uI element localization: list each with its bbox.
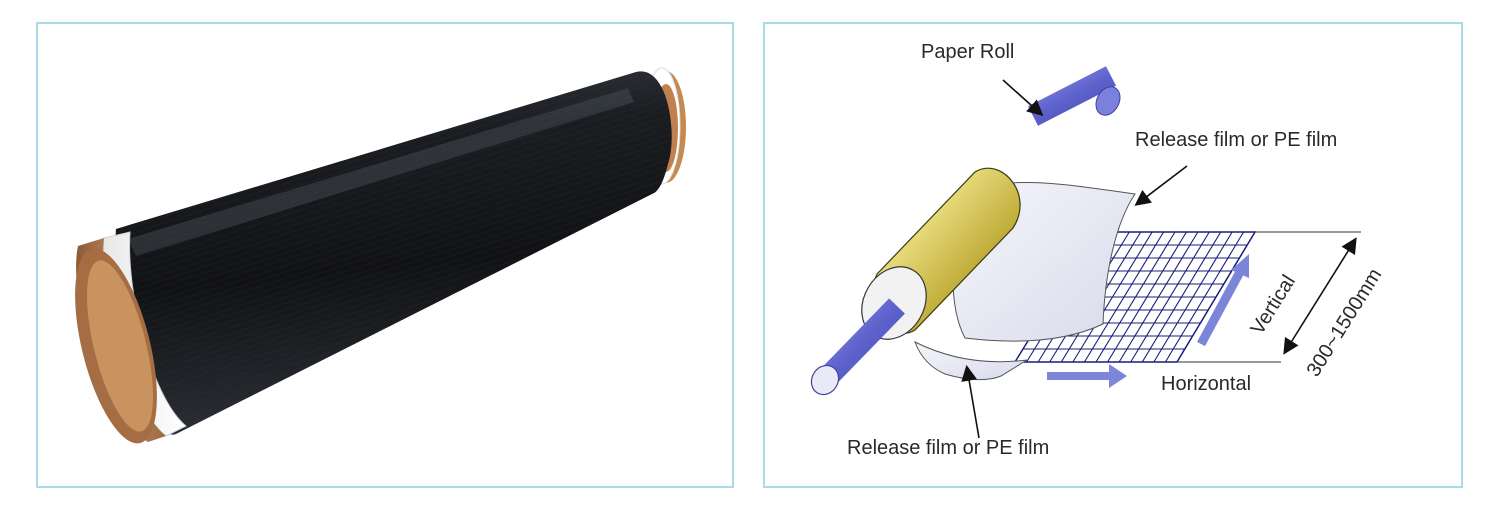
horizontal-label: Horizontal [1161, 373, 1251, 395]
prepreg-roll-diagram: Paper Roll Release film or PE film Relea… [810, 41, 1387, 459]
vertical-label: Vertical [1247, 271, 1300, 338]
top-film-leader-arrow [1134, 165, 1188, 206]
bottom-film-leader-arrow [961, 364, 980, 439]
paper-roll-leader-arrow [1002, 79, 1044, 117]
vertical-direction-arrow [1197, 254, 1249, 347]
bottom-release-film [914, 340, 1028, 381]
width-dimension-arrow [1283, 237, 1357, 355]
width-range-label: 300~1500mm [1303, 265, 1387, 381]
carbon-fiber-roll-photo [75, 67, 686, 444]
rod-back [1027, 66, 1117, 126]
rod-end-face [810, 364, 840, 396]
paper-roll-label: Paper Roll [921, 41, 1014, 63]
top-release-film-label: Release film or PE film [1135, 129, 1337, 151]
bottom-release-film-label: Release film or PE film [847, 437, 1049, 459]
rod-front [819, 298, 905, 386]
prepreg-diagram-panel: Paper Roll Release film or PE film Relea… [763, 22, 1463, 488]
product-photo-panel [36, 22, 734, 488]
horizontal-direction-arrow [1047, 364, 1127, 388]
